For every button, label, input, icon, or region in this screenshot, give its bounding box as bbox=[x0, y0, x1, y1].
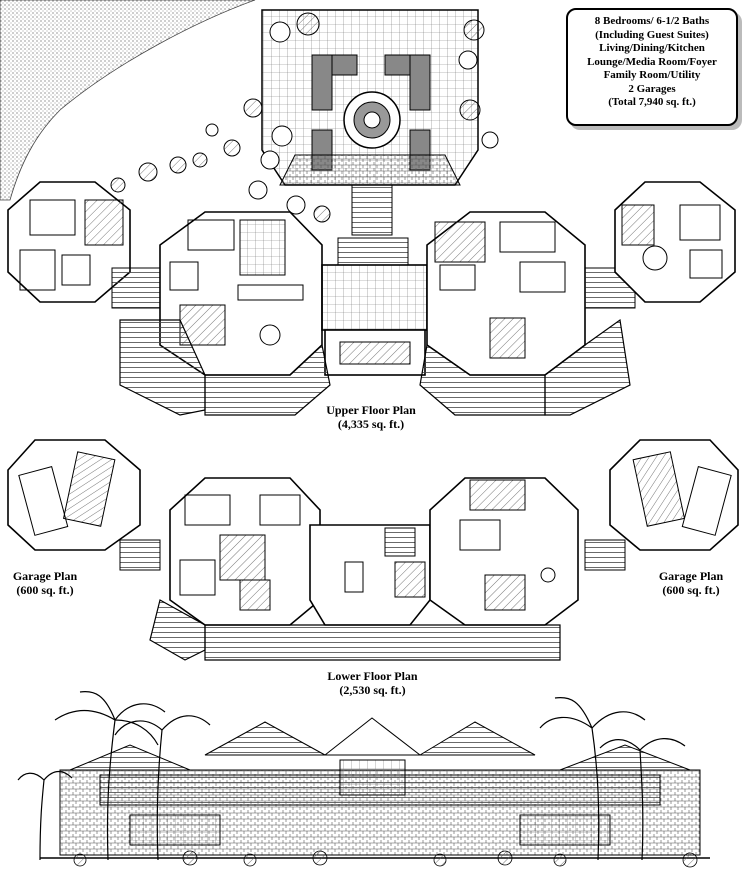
ground-shrubs bbox=[73, 850, 698, 868]
garage-right-label: Garage Plan (600 sq. ft.) bbox=[646, 569, 736, 597]
summary-line-garages: 2 Garages bbox=[628, 82, 676, 95]
summary-line-lounge: Lounge/Media Room/Foyer bbox=[587, 55, 717, 68]
garage-left-area: (600 sq. ft.) bbox=[16, 583, 74, 597]
upper-floor-area: (4,335 sq. ft.) bbox=[337, 417, 405, 431]
garage-right-title: Garage Plan bbox=[658, 569, 724, 583]
shrubs bbox=[110, 12, 499, 223]
summary-line-living: Living/Dining/Kitchen bbox=[599, 42, 705, 54]
summary-box: 8 Bedrooms/ 6-1/2 Baths (Including Guest… bbox=[566, 8, 738, 126]
garage-left bbox=[7, 439, 161, 571]
garage-left-title: Garage Plan bbox=[12, 569, 78, 583]
summary-line-bedrooms: 8 Bedrooms/ 6-1/2 Baths bbox=[594, 15, 710, 27]
palm-trees bbox=[17, 691, 686, 861]
lower-floor-area: (2,530 sq. ft.) bbox=[339, 683, 406, 697]
summary-line-guest: (Including Guest Suites) bbox=[595, 28, 709, 41]
garage-left-label: Garage Plan (600 sq. ft.) bbox=[0, 569, 90, 597]
garage-right bbox=[584, 439, 739, 571]
upper-floor-plan bbox=[7, 181, 736, 416]
lower-floor-plan bbox=[149, 477, 579, 661]
gravel-area bbox=[0, 0, 256, 201]
garage-right-area: (600 sq. ft.) bbox=[662, 583, 720, 597]
summary-line-family: Family Room/Utility bbox=[603, 69, 701, 81]
lower-floor-label: Lower Floor Plan (2,530 sq. ft.) bbox=[310, 669, 435, 697]
front-patio bbox=[261, 9, 479, 236]
summary-line-total: (Total 7,940 sq. ft.) bbox=[608, 96, 696, 108]
upper-floor-label: Upper Floor Plan (4,335 sq. ft.) bbox=[306, 403, 436, 431]
upper-floor-title: Upper Floor Plan bbox=[326, 403, 416, 417]
elevation-sketch bbox=[40, 717, 710, 859]
lower-floor-title: Lower Floor Plan bbox=[327, 669, 418, 683]
